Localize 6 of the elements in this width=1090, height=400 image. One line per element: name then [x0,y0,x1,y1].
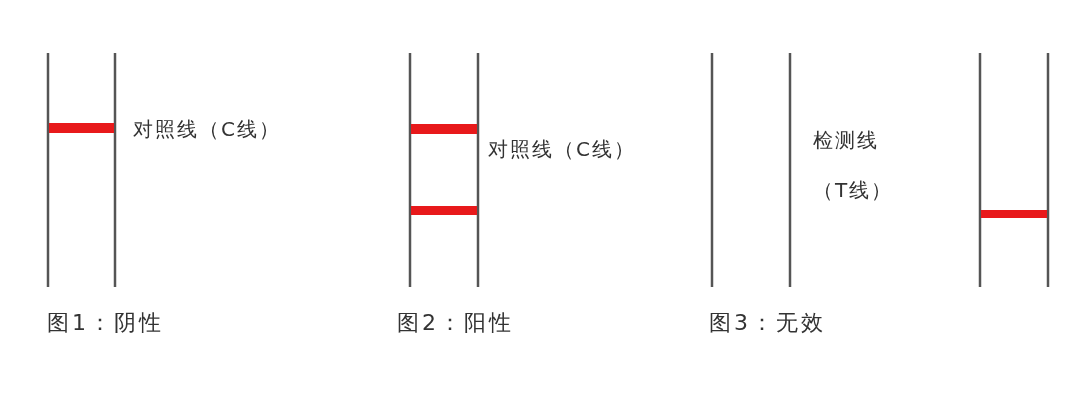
strip-line-label: 检测线（T线） [813,127,895,204]
figure-caption: 图2：阳性 [397,309,514,337]
figure-caption: 图3：无效 [709,309,826,337]
strip-line-label: 对照线（C线） [133,116,281,143]
figure-caption: 图1：阴性 [47,309,164,337]
strip-line-label: 对照线（C线） [488,136,636,163]
